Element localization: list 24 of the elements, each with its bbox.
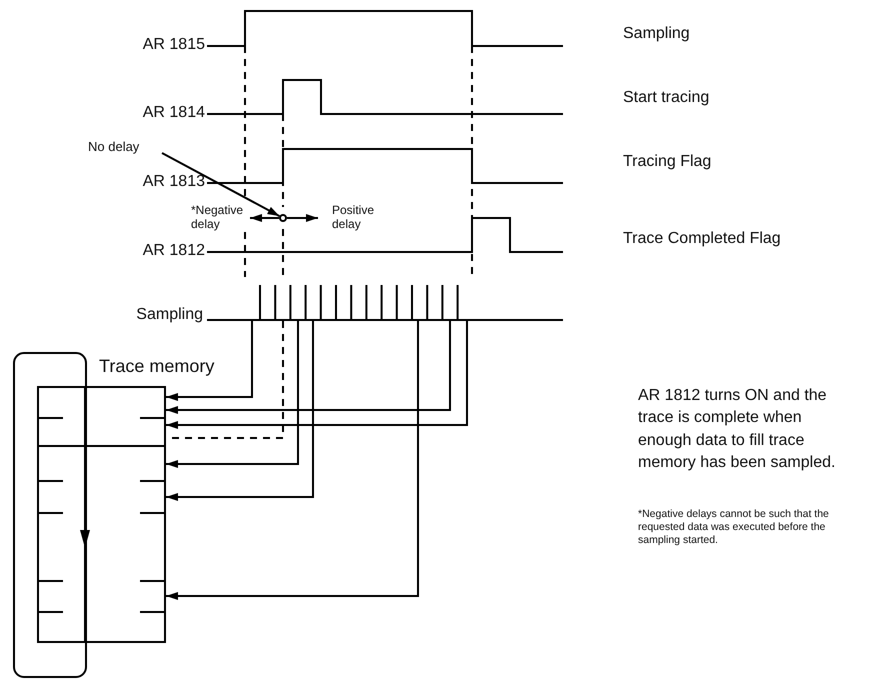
- arrow: [166, 321, 468, 429]
- circle-marker: [279, 214, 287, 222]
- signal-description: Trace Completed Flag: [623, 230, 782, 248]
- arrow: [166, 321, 253, 401]
- signal-description: Start tracing: [623, 89, 710, 108]
- signal-description: Sampling: [623, 25, 691, 44]
- memory-title: Trace memory: [99, 356, 214, 377]
- sampling-pulse-train: [207, 284, 563, 321]
- arrow: [166, 321, 314, 501]
- arrow: [162, 152, 280, 217]
- signal-name: AR 1815: [142, 36, 205, 54]
- signal-name: AR 1814: [142, 104, 205, 122]
- explanation-note: AR 1812 turns ON and the trace is complete when enough data to fill trace memory has been sampled.: [638, 386, 836, 474]
- delay-label: *Negative delay: [191, 204, 244, 232]
- signal-name: AR 1813: [142, 173, 205, 192]
- delay-label: Positive delay: [332, 204, 376, 232]
- arrow: [166, 321, 419, 600]
- signal-name: Sampling: [135, 306, 203, 324]
- arrow: [166, 321, 451, 414]
- arrow: [166, 321, 299, 468]
- footnote: *Negative delays cannot be such that the requested data was executed before the sampling started.: [638, 508, 830, 548]
- signal-description: Tracing Flag: [623, 153, 712, 172]
- annotation-text: No delay: [88, 139, 158, 155]
- signal-name: AR 1812: [142, 242, 205, 260]
